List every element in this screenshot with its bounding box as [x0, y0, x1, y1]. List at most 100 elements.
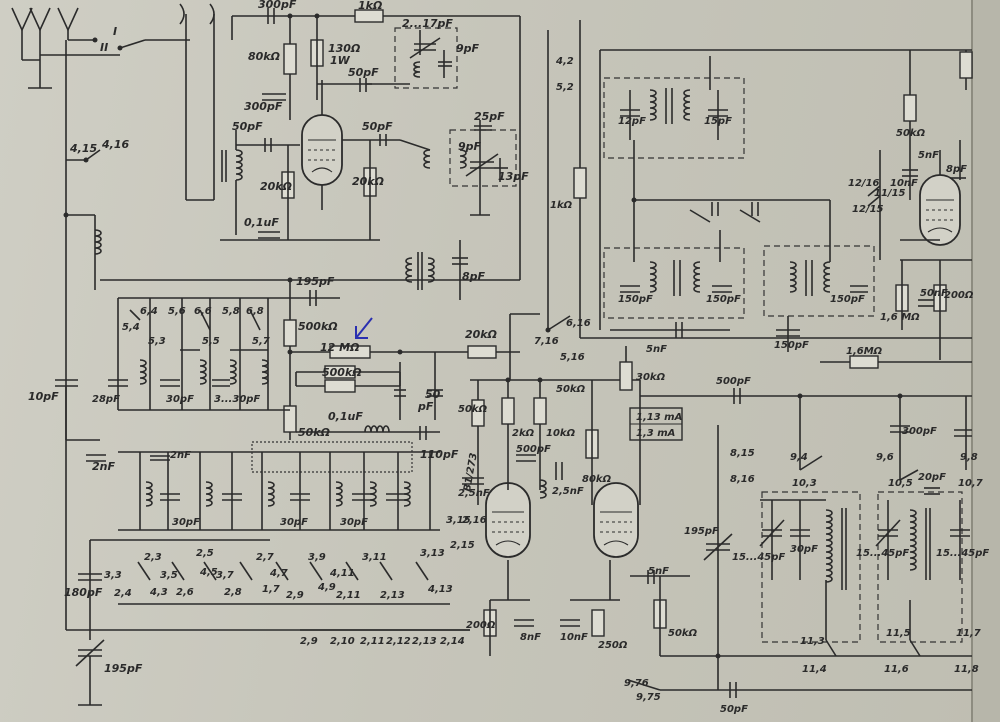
label-ma2: 1,3 mA [636, 428, 675, 439]
label-c300pF-top: 300pF [258, 0, 297, 11]
mid-supply [100, 16, 521, 440]
if-crossover [634, 199, 830, 223]
page-fold [972, 0, 1000, 722]
label-r1k-mid: 1kΩ [550, 200, 573, 211]
label-c10pF: 10pF [28, 390, 59, 403]
label-sw-815: 8,15 [730, 448, 755, 459]
label-sw-47: 4,7 [269, 568, 288, 579]
label-sw-96: 9,6 [876, 452, 894, 463]
label-sw-114: 11,4 [802, 664, 827, 675]
label-sw-116: 11,6 [884, 664, 909, 675]
tuning-section-1 [759, 396, 861, 657]
label-r1k-top: 1kΩ [358, 0, 382, 12]
if-filter-3 [763, 200, 875, 352]
label-sw-43: 4,3 [149, 587, 168, 598]
label-sw-29: 2,9 [286, 590, 304, 601]
label-sw-49: 4,9 [317, 582, 336, 593]
label-sw-37: 3,7 [216, 570, 234, 581]
r1k-mid [573, 20, 972, 339]
label-sw-976: 9,76 [624, 678, 649, 689]
label-sw-42: 4,2 [555, 56, 574, 67]
tuning-section-3 [950, 396, 972, 580]
switch-616 [509, 30, 571, 380]
label-sw-211: 2,11 [336, 590, 361, 601]
tube-4 [919, 174, 961, 246]
label-c30pF-c: 30pF [280, 517, 308, 528]
label-c30pF-d: 30pF [340, 517, 368, 528]
label-c50pF-d: 50 [425, 388, 441, 401]
label-r50k-d: 50kΩ [668, 628, 698, 639]
label-c2nF-a: 2nF [92, 460, 115, 473]
label-sw-212: 2,12 [386, 636, 411, 647]
label-c8pF-b: 8pF [946, 164, 967, 175]
label-r200: 200Ω [466, 620, 496, 631]
label-sw-52: 5,2 [556, 82, 574, 93]
label-r20k-c: 20kΩ [465, 328, 497, 341]
label-c01uF-a: 0,1uF [244, 216, 279, 229]
label-c28pF: 28pF [92, 394, 120, 405]
label-sw-98: 9,8 [960, 452, 978, 463]
arrow-icon [355, 317, 373, 339]
label-c8pF: 8pF [462, 270, 486, 283]
label-sw-68: 6,8 [246, 306, 264, 317]
label-sw-312: 4,11 [329, 568, 355, 579]
label-sw-216: 2,16 [462, 515, 487, 526]
label-sw-516: 5,16 [560, 352, 585, 363]
label-sw-315: 3,15 [446, 515, 471, 526]
label-sw-39: 3,9 [308, 552, 326, 563]
label-sw-64: 6,4 [140, 306, 158, 317]
label-sw-28: 2,8 [224, 587, 242, 598]
tube-stage-wiring [462, 346, 690, 656]
band-coil-bank [108, 297, 290, 411]
label-c2nF-b: 2nF [170, 450, 191, 461]
label-sw-103: 10,3 [792, 478, 817, 489]
band-switch-row [118, 561, 470, 631]
label-sw-66: 6,6 [194, 306, 212, 317]
if-filter-2 [603, 200, 745, 338]
oscillator-section [342, 120, 517, 240]
tube-1 [301, 80, 343, 210]
junction-dots [63, 13, 903, 659]
label-r12M: 12 MΩ [320, 341, 359, 354]
label-sw-53: 5,3 [148, 336, 166, 347]
label-c50nF: 50nF [920, 288, 948, 299]
label-c10nF: 10nF [560, 632, 588, 643]
label-sw-23: 2,3 [144, 552, 162, 563]
input-coil [220, 130, 380, 241]
label-sw-214: 2,14 [440, 636, 465, 647]
label-sw-416: 4,16 [101, 138, 129, 151]
grid-resistor-block [290, 345, 520, 440]
top-chain [231, 8, 520, 120]
label-r130-w: 1W [330, 54, 351, 67]
label-sw-213: 2,13 [380, 590, 405, 601]
current-box [629, 407, 683, 441]
label-c2-17pF: 2...17pF [402, 17, 453, 30]
label-sw-25: 2,5 [196, 548, 214, 559]
label-c15-45pF-b: 15...45pF [856, 548, 909, 559]
label-c10nF-b: 10nF [890, 178, 918, 189]
label-c50pF-e: 50pF [720, 704, 748, 715]
label-sw-1216: 12/16 [848, 178, 880, 189]
label-sw-2-9: 2,9 [300, 636, 318, 647]
label-c150pF-c: 150pF [830, 294, 865, 305]
label-sw-17: 1,7 [262, 584, 280, 595]
label-sw-213b: 2,13 [412, 636, 437, 647]
label-c195pF-c: 195pF [684, 526, 719, 537]
label-r250: 250Ω [598, 640, 628, 651]
label-r16M-b: 1,6 MΩ [880, 312, 920, 323]
label-c5nF-c: 5nF [918, 150, 939, 161]
label-sw-54: 5,4 [122, 322, 140, 333]
label-r500k-b: 500kΩ [322, 366, 362, 379]
label-sw-115: 11,5 [886, 628, 911, 639]
label-sw-215: 2,15 [450, 540, 475, 551]
label-sw-II: II [100, 41, 108, 54]
label-sw-55: 5,5 [202, 336, 220, 347]
label-sw-975: 9,75 [636, 692, 661, 703]
tube-3 [593, 482, 639, 558]
label-r80k: 80kΩ [248, 50, 280, 63]
label-r20k-a: 20kΩ [260, 180, 292, 193]
label-c195pF-a: 195pF [296, 275, 335, 288]
label-sw-113: 11,3 [800, 636, 825, 647]
label-c50pF-c: 50pF [362, 120, 393, 133]
